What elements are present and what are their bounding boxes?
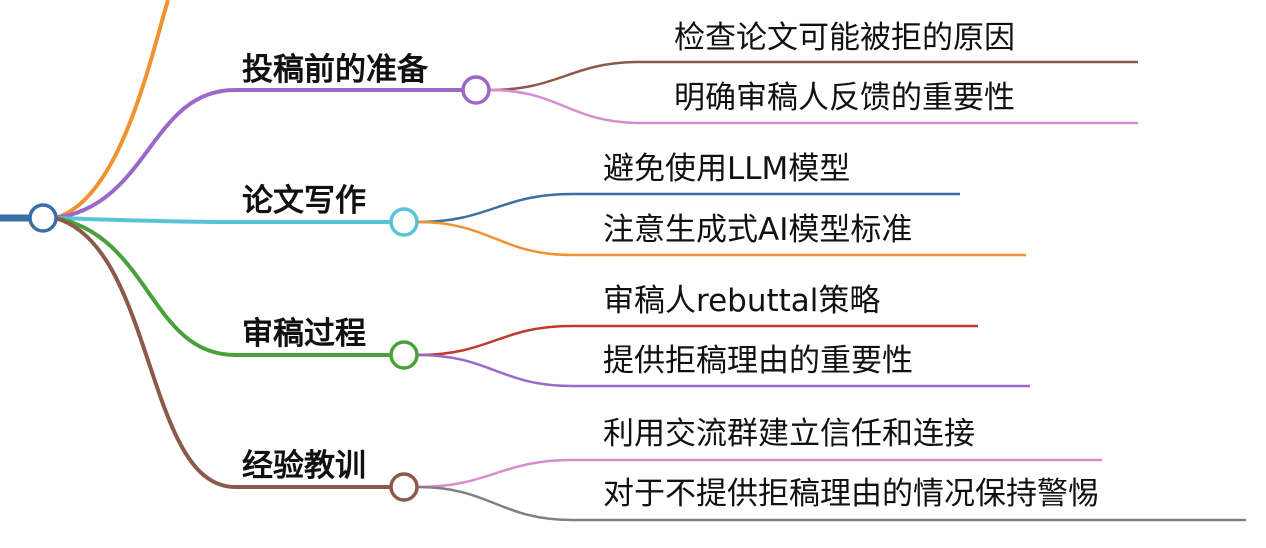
branch-connector-line [54, 88, 462, 220]
branch-node[interactable] [389, 207, 419, 237]
leaf-label[interactable]: 利用交流群建立信任和连接 [603, 416, 975, 452]
branch-node[interactable] [461, 75, 491, 105]
leaf-connector-line [417, 324, 978, 357]
leaf-label[interactable]: 避免使用LLM模型 [603, 151, 850, 187]
branch-connector-line [54, 216, 390, 357]
leaf-label[interactable]: 提供拒稿理由的重要性 [603, 343, 913, 379]
leaf-label[interactable]: 检查论文可能被拒的原因 [674, 20, 1015, 56]
leaf-connector-line [417, 485, 1246, 522]
leaf-connector-line [489, 88, 1138, 125]
branch-node[interactable] [389, 472, 419, 502]
leaf-label[interactable]: 审稿人rebuttal策略 [603, 283, 880, 319]
branch-connector-line [54, 216, 390, 224]
leaf-connector-line [417, 192, 960, 224]
branch-label[interactable]: 论文写作 [242, 183, 366, 219]
branch-label[interactable]: 投稿前的准备 [242, 52, 429, 88]
branch-node[interactable] [389, 340, 419, 370]
leaf-connector-line [417, 458, 1102, 489]
leaf-label[interactable]: 注意生成式AI模型标准 [603, 212, 912, 248]
branch-label[interactable]: 审稿过程 [242, 316, 366, 352]
branch-connector-line [54, 216, 390, 489]
partial-branch-line [54, 0, 170, 220]
branch-label[interactable]: 经验教训 [242, 448, 366, 484]
leaf-connector-line [489, 60, 1138, 92]
leaf-connector-line [417, 353, 1030, 388]
leaf-connector-line [417, 220, 1026, 257]
root-node[interactable] [28, 203, 58, 233]
leaf-label[interactable]: 明确审稿人反馈的重要性 [674, 80, 1015, 116]
leaf-label[interactable]: 对于不提供拒稿理由的情况保持警惕 [603, 476, 1099, 512]
